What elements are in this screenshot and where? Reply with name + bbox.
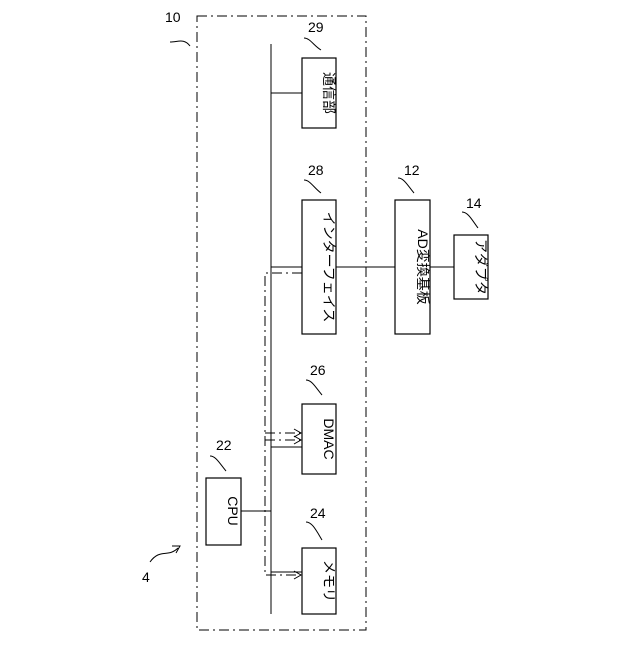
ad-board-ref-leader: [398, 178, 414, 193]
adapter-ref-leader: [462, 212, 478, 228]
dmac-ref: 26: [310, 362, 326, 378]
adapter-label: アダプタ: [473, 239, 489, 295]
system-ref: 4: [142, 569, 150, 585]
interface-ref-leader: [304, 180, 321, 193]
communication-label: 通信部: [321, 72, 337, 114]
ad-board-label: AD変換基板: [415, 229, 431, 304]
cpu-ref-leader: [210, 456, 226, 471]
memory-ref: 24: [310, 505, 326, 521]
communication-ref: 29: [308, 19, 324, 35]
device-ref-leader: [170, 41, 190, 46]
dmac-label: DMAC: [321, 418, 337, 459]
adapter-ref: 14: [466, 195, 482, 211]
memory-label: メモリ: [321, 560, 337, 602]
communication-ref-leader: [304, 38, 321, 50]
dmac-ref-leader: [306, 380, 322, 395]
memory-ref-leader: [306, 522, 322, 540]
cpu-ref: 22: [216, 437, 232, 453]
cpu-label: CPU: [225, 496, 241, 526]
interface-ref: 28: [308, 162, 324, 178]
system-ref-leader: [150, 548, 178, 562]
device-ref: 10: [165, 9, 181, 25]
interface-label: インターフェイス: [321, 212, 337, 323]
ad-board-ref: 12: [404, 162, 420, 178]
